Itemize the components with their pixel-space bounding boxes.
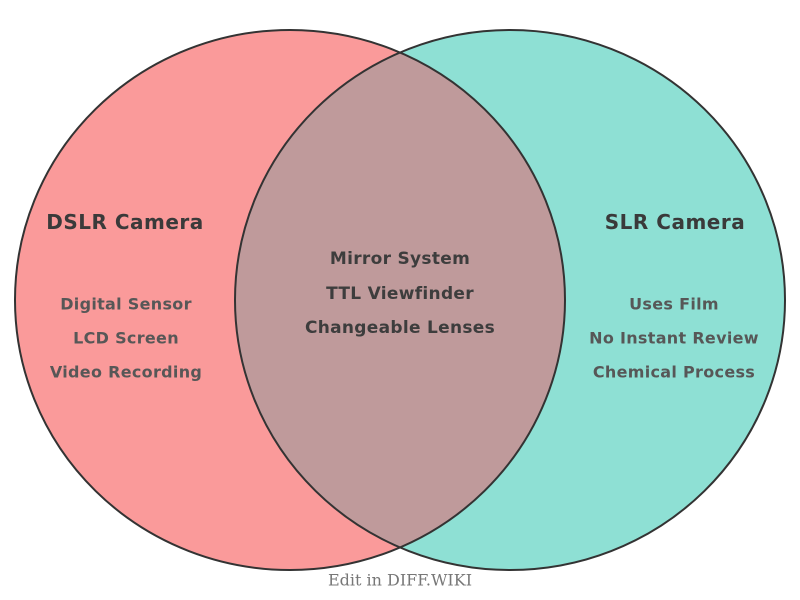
shared-item: Mirror System bbox=[330, 249, 470, 269]
dslr-set-outline bbox=[14, 29, 566, 571]
slr-set-title: SLR Camera bbox=[605, 210, 745, 234]
slr-item: Chemical Process bbox=[593, 363, 755, 382]
edit-in-diffwiki-link[interactable]: Edit in DIFF.WIKI bbox=[328, 571, 472, 590]
dslr-item: Digital Sensor bbox=[60, 295, 192, 314]
slr-item: Uses Film bbox=[629, 295, 719, 314]
intersection-region bbox=[234, 52, 566, 548]
dslr-item: Video Recording bbox=[50, 363, 202, 382]
slr-set-outline bbox=[234, 29, 786, 571]
slr-item: No Instant Review bbox=[589, 329, 759, 348]
shared-item: Changeable Lenses bbox=[305, 318, 495, 338]
dslr-item: LCD Screen bbox=[73, 329, 179, 348]
shared-item: TTL Viewfinder bbox=[326, 284, 474, 304]
dslr-set-title: DSLR Camera bbox=[46, 210, 204, 234]
